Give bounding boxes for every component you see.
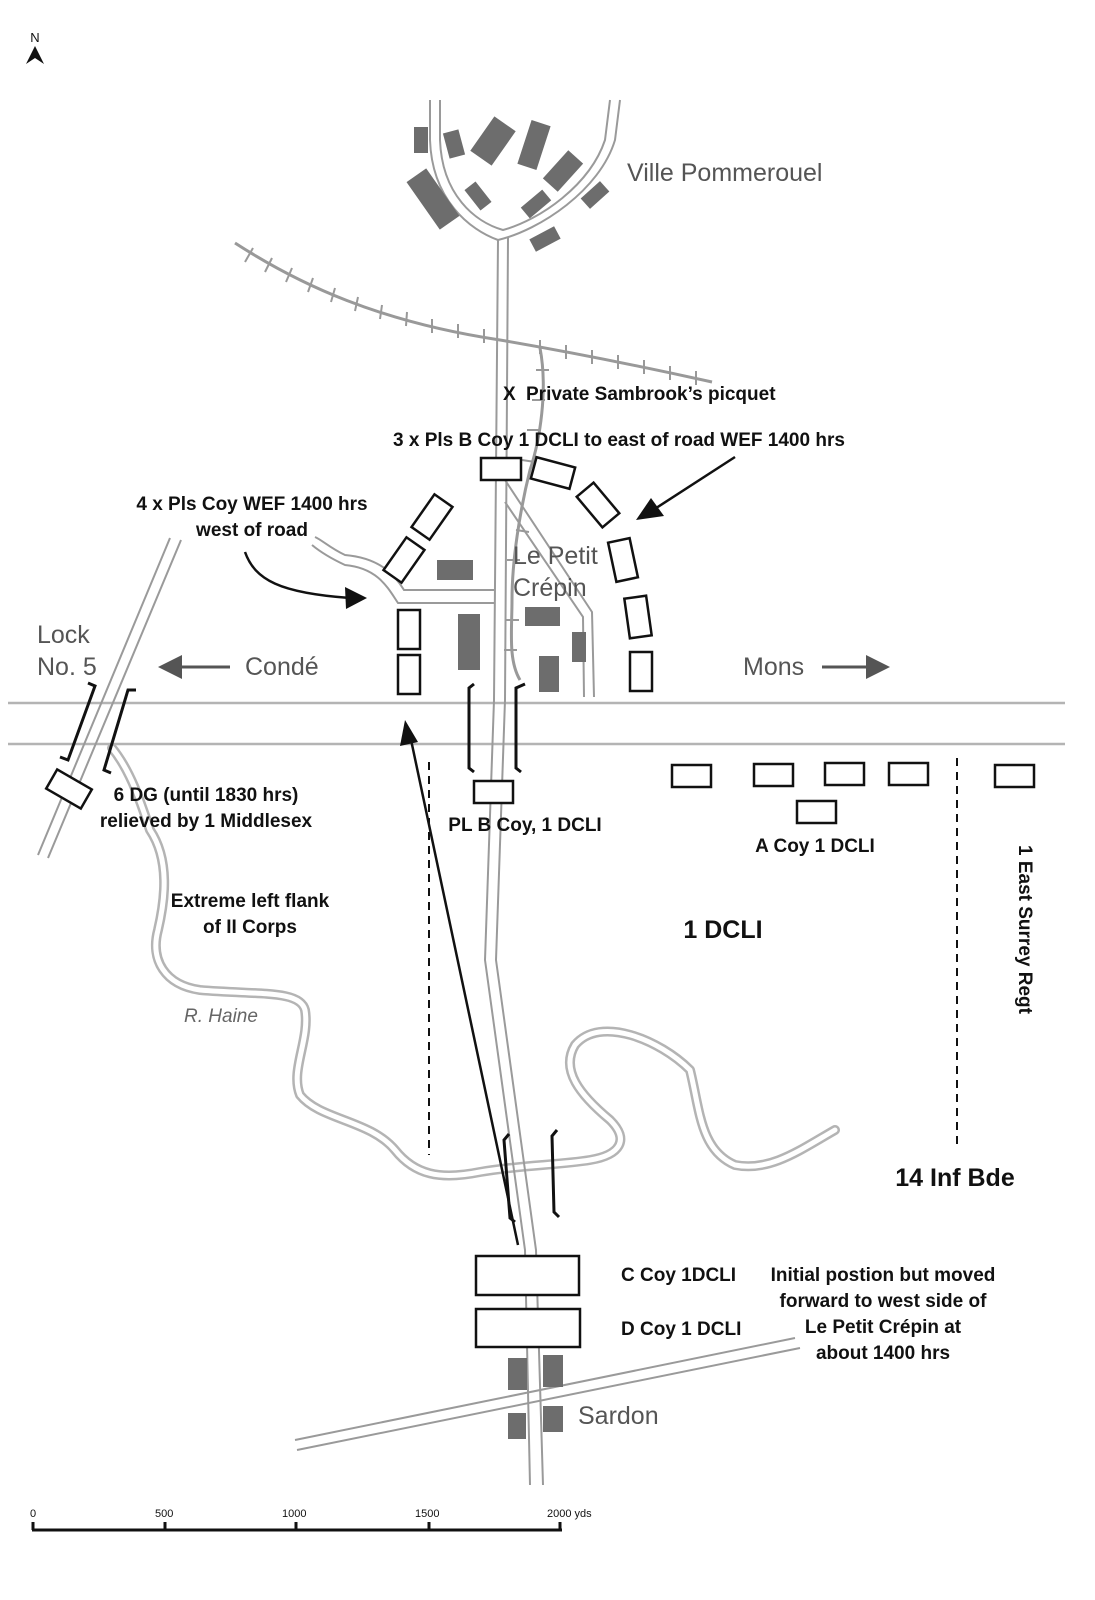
river-haine: [107, 743, 840, 1181]
railway-line: [234, 241, 713, 385]
flank-label-line1: Extreme left flank: [171, 891, 330, 912]
scale-bar: [31, 1522, 562, 1532]
note-line1: Initial postion but moved: [771, 1265, 996, 1286]
scale-tick-2000: 2000 yds: [547, 1508, 592, 1520]
dg-label-line2: relieved by 1 Middlesex: [100, 811, 313, 832]
place-ville-pommerouel: Ville Pommerouel: [627, 159, 822, 187]
compass-label: N: [30, 30, 39, 45]
buildings: [406, 116, 610, 1439]
bridges: [59, 681, 561, 1224]
scale-tick-1500: 1500: [415, 1508, 439, 1520]
c-coy-label: C Coy 1DCLI: [621, 1265, 736, 1286]
place-le-petit-crepin-line2: Crépin: [513, 574, 587, 602]
arrowheads: [345, 498, 664, 746]
pl-b-coy-label: PL B Coy, 1 DCLI: [448, 815, 601, 836]
north-arrow-icon: [26, 46, 44, 64]
coy-west-label-line2: west of road: [195, 520, 308, 541]
place-conde: Condé: [245, 653, 319, 681]
place-lock-line1: Lock: [37, 621, 90, 649]
dg-label-line1: 6 DG (until 1830 hrs): [114, 785, 299, 806]
coy-west-label-line1: 4 x Pls Coy WEF 1400 hrs: [136, 494, 367, 515]
scale-tick-500: 500: [155, 1508, 173, 1520]
dcli-label: 1 DCLI: [683, 916, 762, 944]
scale-tick-0: 0: [30, 1508, 36, 1520]
picquet-label: Private Sambrook’s picquet: [526, 384, 776, 405]
movement-arrows: [243, 455, 736, 1246]
place-le-petit-crepin-line1: Le Petit: [513, 542, 598, 570]
note-line2: forward to west side of: [780, 1291, 988, 1312]
direction-arrows: [158, 655, 890, 679]
place-mons: Mons: [743, 653, 804, 681]
track-ticks: [504, 369, 549, 651]
a-coy-label: A Coy 1 DCLI: [755, 836, 875, 857]
note-line3: Le Petit Crépin at: [805, 1317, 962, 1338]
track: [509, 347, 545, 681]
place-sardon: Sardon: [578, 1402, 659, 1430]
note-line4: about 1400 hrs: [816, 1343, 950, 1364]
canal: [8, 701, 1065, 746]
picquet-marker: X: [503, 384, 516, 405]
scale-tick-1000: 1000: [282, 1508, 306, 1520]
flank-label-line2: of II Corps: [203, 917, 297, 938]
d-coy-label: D Coy 1 DCLI: [621, 1319, 741, 1340]
place-lock-line2: No. 5: [37, 653, 97, 681]
boundaries: [428, 758, 958, 1155]
unit-positions: [44, 455, 1036, 1349]
inf-bde-label: 14 Inf Bde: [895, 1164, 1015, 1192]
b-coy-east-label: 3 x Pls B Coy 1 DCLI to east of road WEF…: [393, 430, 845, 451]
east-surrey-label: 1 East Surrey Regt: [1014, 845, 1035, 1015]
river-label: R. Haine: [184, 1006, 258, 1027]
